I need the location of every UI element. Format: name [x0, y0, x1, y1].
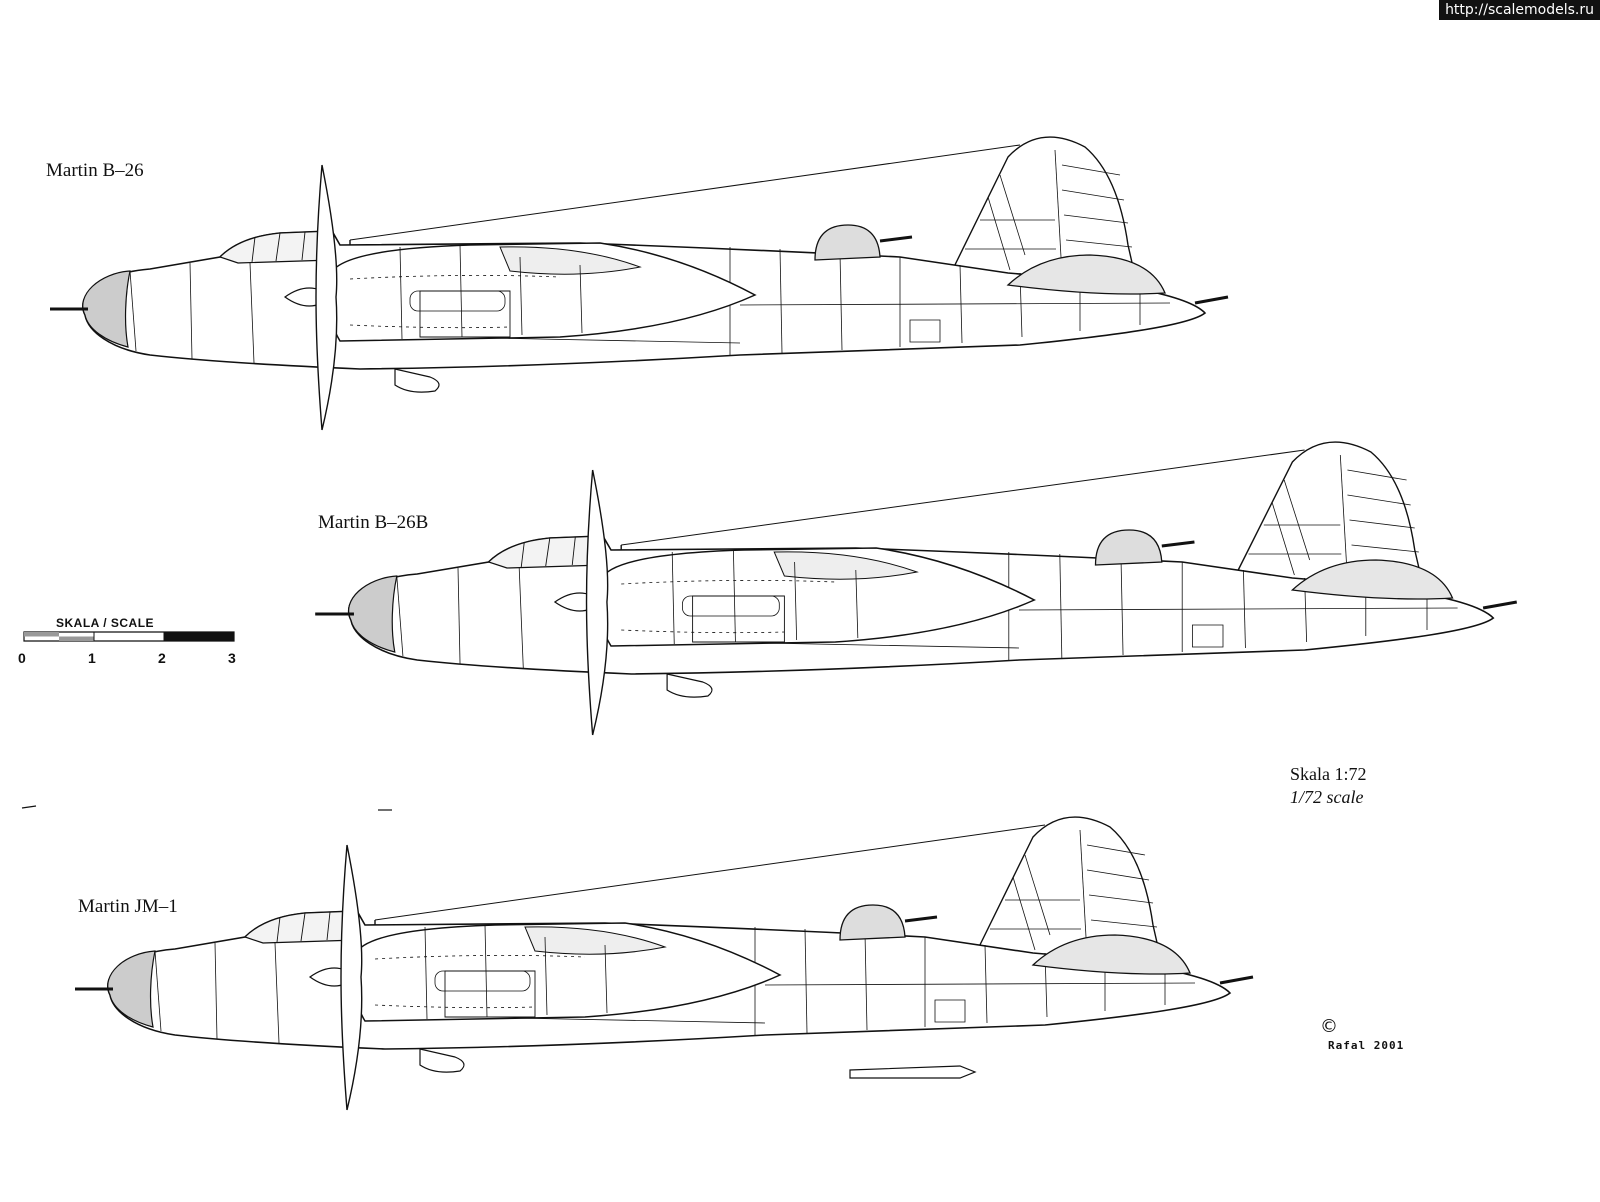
scale-bar-title: SKALA / SCALE	[56, 616, 155, 630]
author-signature: Rafal 2001	[1328, 1039, 1405, 1052]
aircraft-drawing-jm1	[73, 815, 1255, 1112]
aircraft-label-jm1: Martin JM–1	[78, 896, 178, 917]
copyright-symbol: ©	[1320, 1016, 1338, 1037]
aircraft-label-b26: Martin B–26	[46, 160, 144, 181]
aircraft-drawing-b26b	[313, 440, 1519, 737]
scale-tick-0: 0	[18, 650, 26, 666]
scale-bar	[24, 632, 234, 641]
jm1-drogue-pod	[850, 1066, 975, 1078]
scale-note-english: 1/72 scale	[1290, 787, 1364, 807]
source-url-banner[interactable]: http://scalemodels.ru	[1439, 0, 1600, 20]
scale-tick-2: 2	[158, 650, 166, 666]
scale-tick-1: 1	[88, 650, 96, 666]
aircraft-drawing-b26	[48, 135, 1230, 432]
scale-tick-3: 3	[228, 650, 236, 666]
scale-note-polish: Skala 1:72	[1290, 764, 1367, 784]
aircraft-label-b26b: Martin B–26B	[318, 512, 429, 533]
